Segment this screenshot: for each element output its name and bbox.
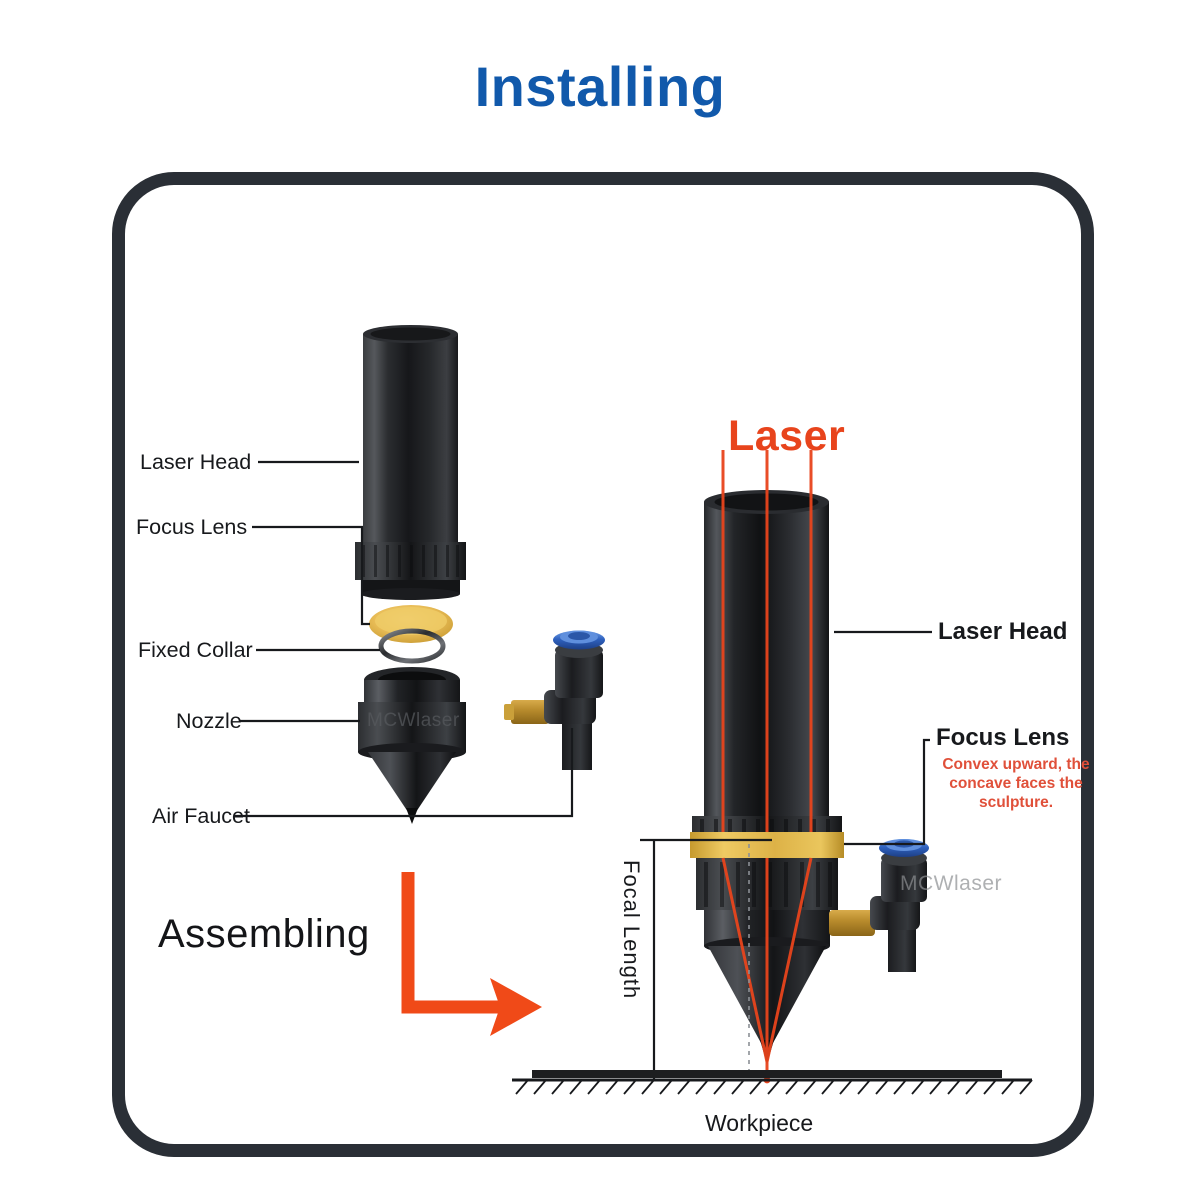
assembled-leader-lines bbox=[834, 630, 932, 846]
laser-beams bbox=[721, 450, 813, 1080]
label-fixed-collar: Fixed Collar bbox=[138, 638, 253, 662]
label-nozzle: Nozzle bbox=[176, 709, 242, 733]
assembled-assembly bbox=[512, 450, 1033, 1095]
assembling-arrow bbox=[401, 872, 542, 1036]
brand-watermark-nozzle: MCWlaser bbox=[367, 710, 460, 731]
label-laser-head-exploded: Laser Head bbox=[140, 450, 252, 474]
exploded-fixed-collar bbox=[378, 628, 446, 664]
diagram-stage: Laser Head Focus Lens Fixed Collar Nozzl… bbox=[112, 172, 1094, 1157]
assembling-label: Assembling bbox=[158, 912, 370, 956]
exploded-nozzle bbox=[358, 667, 466, 824]
workpiece-surface bbox=[512, 1070, 1033, 1095]
exploded-laser-head-tube bbox=[355, 325, 466, 600]
label-laser-head-assembled: Laser Head bbox=[938, 618, 1068, 645]
brand-watermark-assembled: MCWlaser bbox=[900, 872, 1002, 895]
label-focus-lens-exploded: Focus Lens bbox=[136, 515, 248, 539]
focal-length-dimension bbox=[640, 838, 772, 1080]
assembled-air-faucet bbox=[829, 839, 929, 972]
page-title: Installing bbox=[474, 55, 726, 118]
laser-beam-label: Laser bbox=[728, 412, 846, 460]
exploded-assembly bbox=[234, 325, 605, 824]
label-air-faucet: Air Faucet bbox=[152, 804, 250, 828]
assembled-lens-band bbox=[690, 832, 844, 858]
exploded-air-faucet bbox=[504, 630, 605, 770]
focus-lens-note: Convex upward, the concave faces the scu… bbox=[942, 756, 1090, 811]
diagram-artwork bbox=[234, 325, 1033, 1095]
workpiece-label: Workpiece bbox=[705, 1110, 814, 1136]
focal-length-label: Focal Length bbox=[619, 860, 644, 1000]
label-focus-lens-assembled: Focus Lens bbox=[936, 724, 1070, 751]
exploded-leader-lines bbox=[234, 460, 574, 818]
